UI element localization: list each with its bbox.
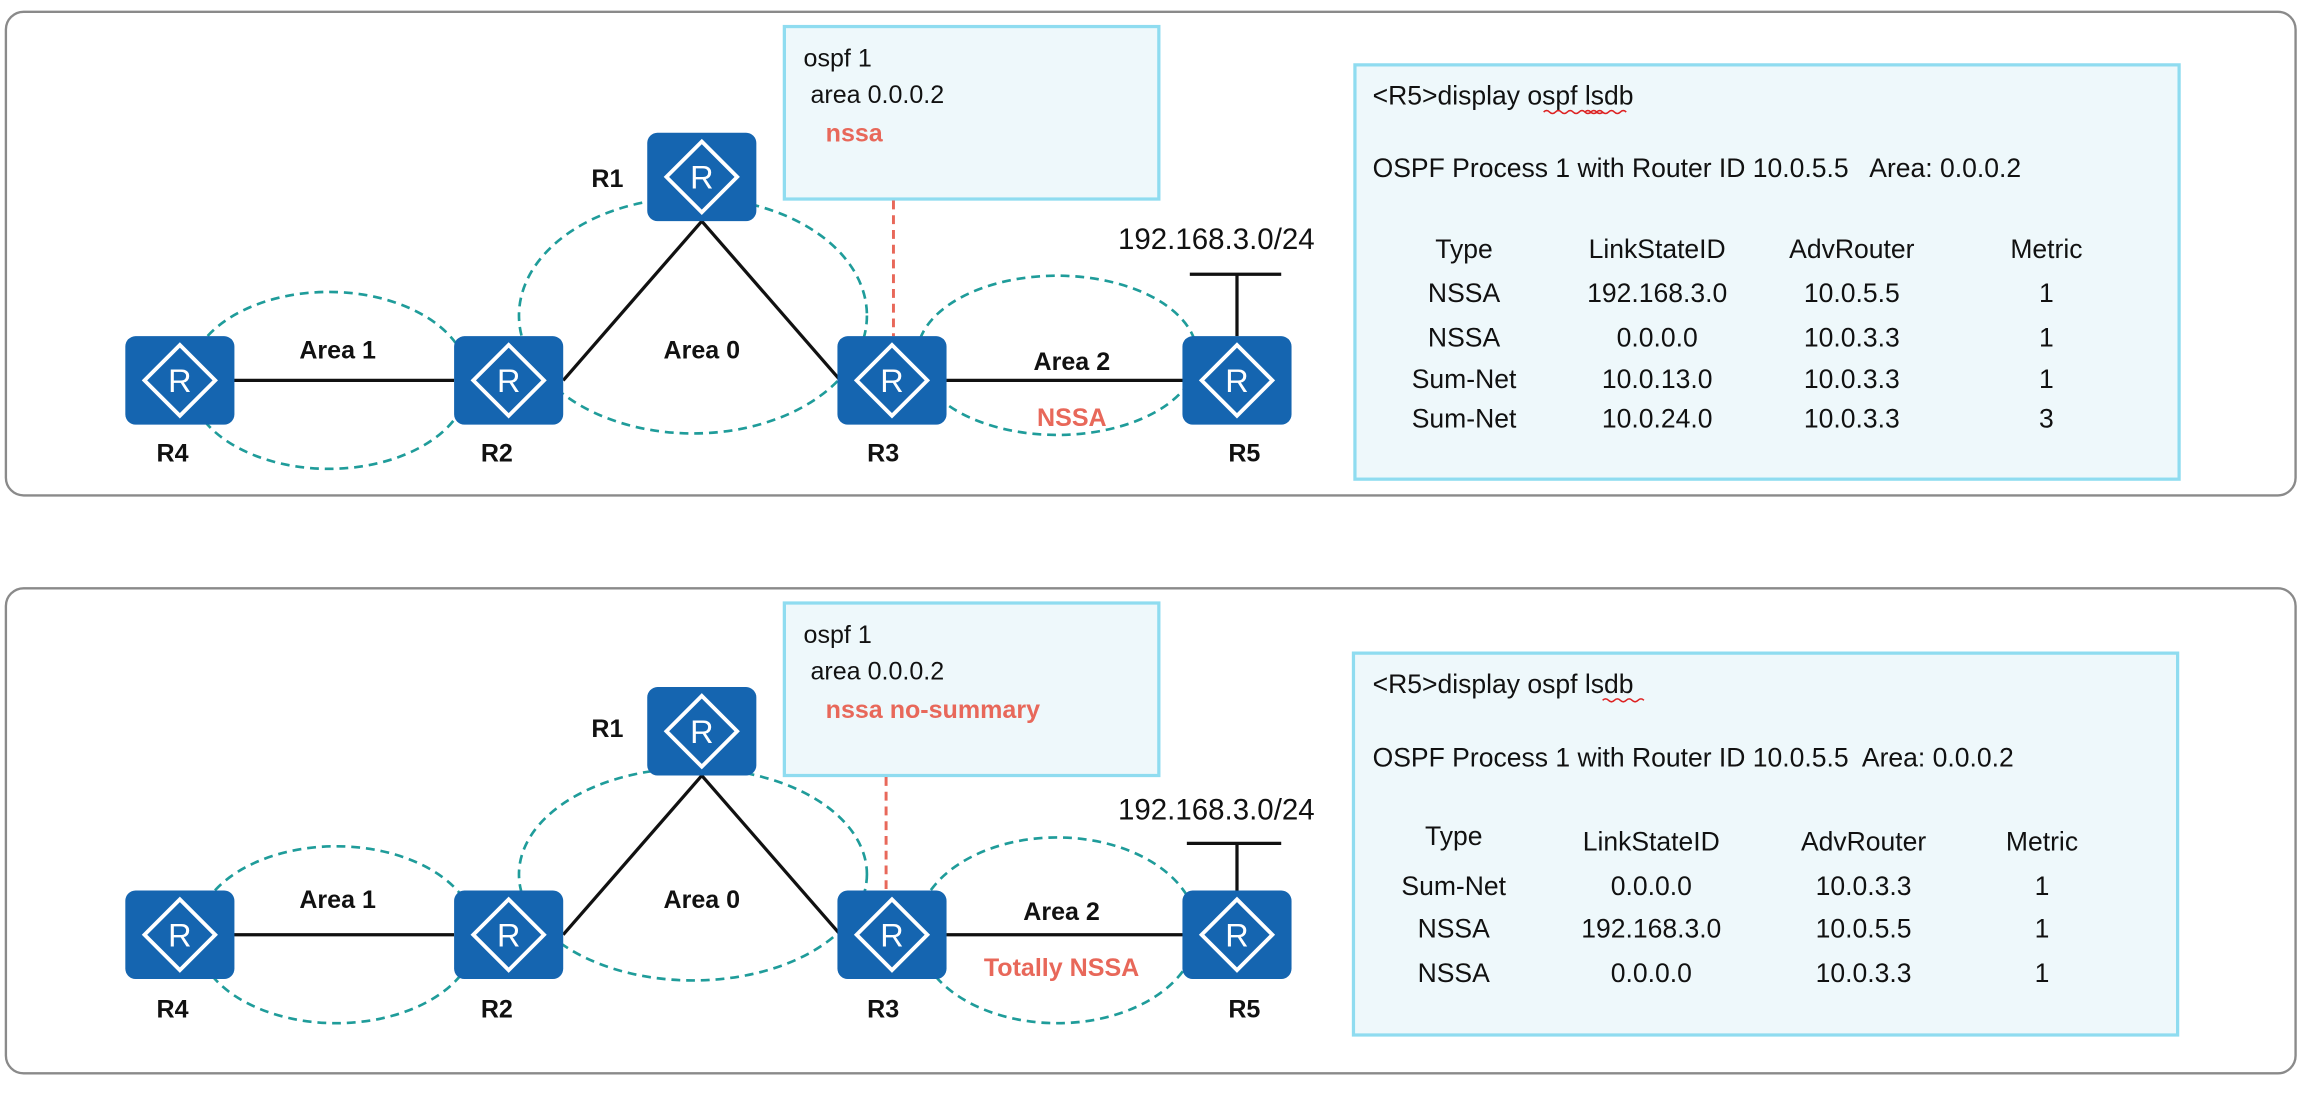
table-row: NSSA 192.168.3.0 10.0.5.5 1 [1428, 278, 2054, 308]
lsdb-cell: NSSA [1418, 958, 1491, 988]
table-row: Sum-Net 10.0.13.0 10.0.3.3 1 [1412, 364, 2054, 394]
router-icon[interactable] [1180, 334, 1294, 427]
bottom-area0-label: Area 0 [663, 886, 740, 914]
lsdb-cell: 10.0.3.3 [1804, 322, 1900, 352]
top-lsdb-header-adv: AdvRouter [1789, 234, 1914, 264]
lsdb-cell: NSSA [1428, 322, 1501, 352]
lsdb-cell: 192.168.3.0 [1581, 914, 1721, 944]
lsdb-cell: 1 [2039, 364, 2054, 394]
lsdb-cell: 3 [2039, 404, 2054, 434]
lsdb-cell: 10.0.3.3 [1804, 364, 1900, 394]
lsdb-cell: 0.0.0.0 [1617, 322, 1698, 352]
lsdb-cell: 10.0.24.0 [1602, 404, 1713, 434]
lsdb-cell: 10.0.13.0 [1602, 364, 1713, 394]
bottom-spellcheck-underline [1602, 698, 1645, 703]
router-icon[interactable] [645, 685, 759, 778]
bottom-lsdb-header-adv: AdvRouter [1801, 827, 1926, 857]
top-prefix-label: 192.168.3.0/24 [1118, 223, 1315, 256]
router-icon[interactable] [123, 334, 237, 427]
top-lsdb-command: <R5>display ospf lsdb [1373, 81, 1634, 111]
lsdb-cell: 192.168.3.0 [1587, 278, 1727, 308]
lsdb-cell: Sum-Net [1412, 364, 1517, 394]
table-row: NSSA 0.0.0.0 10.0.3.3 1 [1428, 322, 2054, 352]
top-router-label-r4: R4 [156, 439, 188, 467]
bottom-lsdb-header-type: Type [1425, 821, 1482, 851]
router-icon[interactable] [452, 888, 566, 981]
bottom-config-box [782, 601, 1161, 778]
router-icon[interactable] [835, 334, 949, 427]
lsdb-cell: 1 [2039, 322, 2054, 352]
router-icon[interactable] [452, 334, 566, 427]
top-router-label-r5: R5 [1228, 439, 1260, 467]
lsdb-cell: 1 [2039, 278, 2054, 308]
bottom-router-label-r5: R5 [1228, 995, 1260, 1023]
top-area2-type: NSSA [1037, 404, 1107, 432]
lsdb-cell: 1 [2035, 914, 2050, 944]
top-area0-label: Area 0 [663, 336, 740, 364]
top-config-line1: ospf 1 [804, 44, 872, 72]
top-link-r2-r1 [561, 220, 704, 382]
top-area1-label: Area 1 [299, 336, 376, 364]
top-spellcheck-underline [1543, 109, 1627, 115]
bottom-config-line3: nssa no-summary [826, 696, 1040, 724]
top-config-line2: area 0.0.0.2 [804, 81, 945, 109]
router-icon[interactable] [1180, 888, 1294, 981]
bottom-lsdb-command: <R5>display ospf lsdb [1373, 669, 1634, 699]
lsdb-cell: Sum-Net [1412, 404, 1517, 434]
top-config-box [782, 24, 1161, 201]
table-row: Sum-Net 0.0.0.0 10.0.3.3 1 [1401, 871, 2049, 901]
top-area2-label: Area 2 [1034, 348, 1111, 376]
router-icon[interactable] [123, 888, 237, 981]
lsdb-cell: Sum-Net [1401, 871, 1506, 901]
bottom-config-line1: ospf 1 [804, 621, 872, 649]
lsdb-cell: 10.0.3.3 [1816, 958, 1912, 988]
top-router-label-r2: R2 [481, 439, 513, 467]
lsdb-cell: 10.0.5.5 [1804, 278, 1900, 308]
bottom-area1-label: Area 1 [299, 886, 376, 914]
bottom-area2-outline [915, 836, 1199, 1025]
bottom-lsdb-box [1351, 651, 2180, 1037]
bottom-router-label-r2: R2 [481, 995, 513, 1023]
top-router-label-r3: R3 [867, 439, 899, 467]
bottom-link-r2-r1 [561, 774, 704, 936]
top-config-line3: nssa [826, 120, 884, 148]
bottom-panel: ospf 1 area 0.0.0.2 nssa no-summary R4 R… [4, 587, 2297, 1075]
lsdb-cell: 1 [2035, 871, 2050, 901]
bottom-lsdb-process: OSPF Process 1 with Router ID 10.0.5.5 A… [1373, 743, 2014, 773]
lsdb-cell: 1 [2035, 958, 2050, 988]
top-lsdb-header-type: Type [1435, 234, 1492, 264]
top-router-label-r1: R1 [591, 165, 623, 193]
lsdb-cell: NSSA [1428, 278, 1501, 308]
top-link-r1-r3 [700, 220, 842, 382]
lsdb-cell: NSSA [1418, 914, 1491, 944]
router-icon[interactable] [835, 888, 949, 981]
bottom-config-line2: area 0.0.0.2 [804, 658, 945, 686]
bottom-link-r1-r3 [700, 774, 842, 936]
bottom-router-label-r1: R1 [591, 715, 623, 743]
table-row: Sum-Net 10.0.24.0 10.0.3.3 3 [1412, 404, 2054, 434]
top-lsdb-process: OSPF Process 1 with Router ID 10.0.5.5 A… [1373, 153, 2021, 183]
lsdb-cell: 0.0.0.0 [1611, 871, 1692, 901]
lsdb-cell: 10.0.3.3 [1804, 404, 1900, 434]
table-row: NSSA 0.0.0.0 10.0.3.3 1 [1418, 958, 2050, 988]
table-row: NSSA 192.168.3.0 10.0.5.5 1 [1418, 914, 2050, 944]
bottom-router-label-r4: R4 [156, 995, 188, 1023]
top-lsdb-box [1353, 63, 2181, 481]
bottom-area2-type: Totally NSSA [984, 954, 1139, 982]
lsdb-cell: 10.0.5.5 [1816, 914, 1912, 944]
bottom-prefix-label: 192.168.3.0/24 [1118, 794, 1315, 827]
router-icon[interactable] [645, 130, 759, 224]
top-lsdb-header-metric: Metric [2010, 234, 2082, 264]
bottom-area2-label: Area 2 [1023, 898, 1100, 926]
lsdb-cell: 0.0.0.0 [1611, 958, 1692, 988]
bottom-router-label-r3: R3 [867, 995, 899, 1023]
bottom-lsdb-header-lsid: LinkStateID [1583, 827, 1720, 857]
lsdb-cell: 10.0.3.3 [1816, 871, 1912, 901]
bottom-lsdb-header-metric: Metric [2006, 827, 2078, 857]
top-lsdb-header-lsid: LinkStateID [1589, 234, 1726, 264]
top-panel: ospf 1 area 0.0.0.2 nssa R4 R2 R1 R3 R5 … [4, 10, 2297, 497]
bottom-area0-outline [517, 766, 869, 982]
